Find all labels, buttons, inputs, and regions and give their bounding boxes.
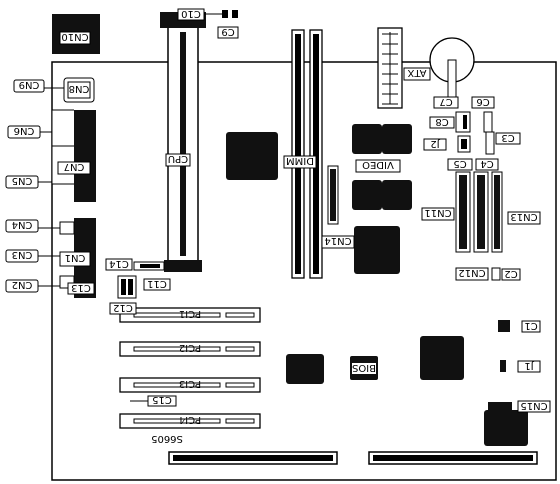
c13-jumper: C13 [67, 282, 95, 295]
pci2-label: PCI2 [179, 342, 201, 353]
svg-text:CN2: CN2 [12, 279, 33, 290]
svg-text:C2: C2 [504, 268, 517, 279]
cn2-port: CN2 [5, 279, 60, 293]
chip-left-center [226, 132, 278, 180]
svg-text:C10: C10 [181, 8, 201, 19]
board-id: S6605 [151, 433, 183, 444]
svg-text:CN13: CN13 [510, 211, 537, 222]
pci-slot-1: PCI1 [119, 307, 261, 323]
cpu-label: CPU [168, 153, 188, 164]
battery [429, 37, 475, 99]
c9-jumper: C9 [217, 10, 239, 39]
svg-text:C11: C11 [147, 278, 167, 289]
dimm-slots: DIMM [283, 29, 323, 279]
svg-text:C7: C7 [439, 96, 452, 107]
c15-jumper: C15 [130, 394, 177, 407]
svg-text:CN6: CN6 [14, 125, 35, 136]
svg-text:C13: C13 [71, 282, 91, 293]
bios-chip: BIOS [350, 356, 378, 380]
c5-jumper: C5 [447, 158, 473, 171]
svg-text:C1: C1 [524, 320, 537, 331]
c7-jumper: C7 [433, 96, 459, 109]
cn9-port: CN9 [13, 79, 64, 93]
svg-text:CN10: CN10 [61, 31, 88, 42]
cn13-connector: CN13 [491, 171, 541, 253]
c12-jumper: C12 [109, 275, 137, 315]
pci4-label: PCI4 [179, 414, 201, 425]
cn4-port: CN4 [5, 219, 60, 233]
svg-text:CN12: CN12 [458, 267, 485, 278]
video-chips: VIDEO [352, 124, 412, 210]
j2-jumper: J2 [423, 135, 471, 153]
svg-text:J2: J2 [430, 138, 440, 149]
cn8-port: CN8 [63, 77, 95, 103]
cn12-connector: CN12 [455, 171, 489, 281]
pci1-label: PCI1 [179, 308, 201, 319]
cn10-connector: CN10 [52, 14, 100, 54]
chip-right-middle [420, 336, 464, 380]
pci-slot-2: PCI2 [119, 341, 261, 357]
svg-text:CN11: CN11 [424, 207, 451, 218]
c6-jumper: C6 [471, 96, 495, 133]
svg-text:C8: C8 [435, 116, 448, 127]
chip-center-lower [286, 354, 324, 384]
cn6-port: CN6 [7, 125, 52, 139]
svg-text:C14: C14 [109, 258, 129, 269]
bios-label: BIOS [352, 362, 376, 373]
atx-power-connector: ATX [377, 27, 431, 109]
c14-jumper: C14 [105, 258, 165, 271]
svg-text:CN15: CN15 [520, 400, 547, 411]
c11-jumper: C11 [143, 278, 171, 291]
svg-text:CN14: CN14 [324, 235, 351, 246]
cn3-port: CN3 [5, 249, 60, 263]
pci-slot-3: PCI3 [119, 377, 261, 393]
video-label: VIDEO [362, 159, 394, 170]
svg-text:J1: J1 [524, 360, 534, 371]
c4-jumper: C4 [475, 158, 499, 171]
cpu-slot: CPU [160, 12, 206, 272]
j1-jumper: J1 [500, 360, 541, 373]
svg-text:C6: C6 [476, 96, 489, 107]
c3-jumper: C3 [485, 131, 521, 155]
svg-text:CN7: CN7 [64, 161, 85, 172]
svg-text:C4: C4 [480, 158, 493, 169]
cn15-connector: CN15 [488, 400, 551, 413]
svg-text:CN3: CN3 [12, 249, 33, 260]
cn5-port: CN5 [5, 175, 52, 189]
svg-text:C9: C9 [221, 26, 234, 37]
c8-jumper: C8 [429, 111, 471, 133]
svg-text:CN1: CN1 [65, 252, 86, 263]
c1-jumper: C1 [498, 320, 541, 333]
c2-jumper: C2 [491, 267, 521, 281]
svg-text:CN4: CN4 [12, 219, 33, 230]
cn11-connector: CN11 [421, 171, 471, 253]
chip-bottom-right [484, 410, 528, 446]
svg-text:CN8: CN8 [69, 83, 90, 94]
svg-text:ATX: ATX [407, 67, 426, 78]
svg-text:C15: C15 [152, 394, 172, 405]
svg-text:C12: C12 [113, 302, 133, 313]
svg-text:CN5: CN5 [12, 175, 33, 186]
dimm-label: DIMM [286, 155, 314, 166]
pci-slot-4: PCI4 [119, 413, 261, 429]
serial-cluster: CN7 [51, 109, 96, 202]
isa-slots [168, 451, 538, 465]
svg-text:CN9: CN9 [19, 79, 40, 90]
svg-text:C5: C5 [453, 158, 466, 169]
c10-jumper: C10 [177, 8, 228, 21]
cn14-connector: CN14 [321, 165, 355, 249]
svg-text:C3: C3 [501, 132, 514, 143]
pci3-label: PCI3 [179, 378, 201, 389]
chip-center [354, 226, 400, 274]
